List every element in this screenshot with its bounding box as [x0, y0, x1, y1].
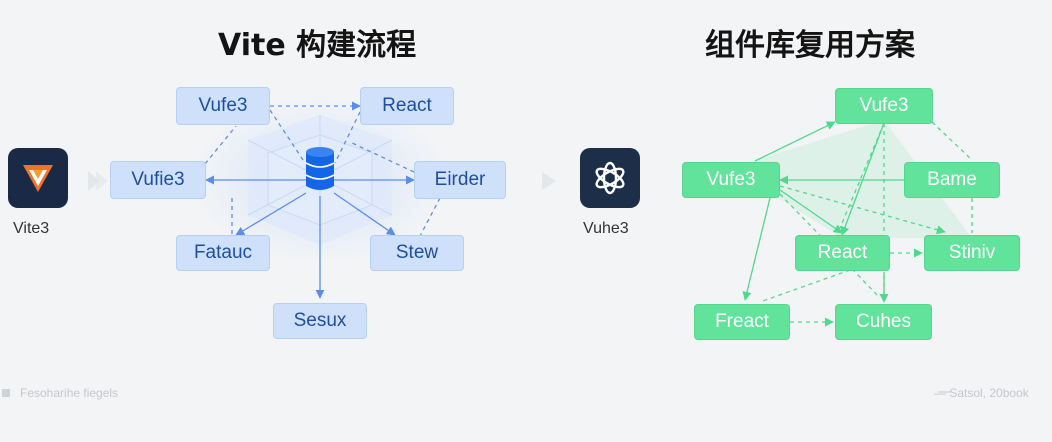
left-node-low-left[interactable]: Fatauc	[176, 235, 270, 271]
right-node-far-right[interactable]: Stiniv	[924, 235, 1020, 271]
left-node-bottom[interactable]: Sesux	[273, 303, 367, 339]
vite-logo-glyph	[23, 165, 53, 192]
left-node-mid-left[interactable]: Vufie3	[110, 161, 206, 199]
footer-square-icon	[2, 389, 10, 397]
vite-logo-icon[interactable]	[8, 148, 68, 208]
left-node-low-right[interactable]: Stew	[370, 235, 464, 271]
left-title: Vite 构建流程	[218, 28, 417, 63]
flow-chevrons	[88, 171, 556, 191]
right-node-bottom-left[interactable]: Freact	[694, 304, 790, 340]
right-title: 组件库复用方案	[705, 28, 915, 63]
left-edges	[199, 101, 441, 299]
vite-app-label: Vite3	[13, 220, 50, 237]
right-node-bottom-right[interactable]: Cuhes	[835, 304, 932, 340]
right-node-left[interactable]: Vufe3	[682, 162, 780, 198]
openai-logo-icon[interactable]	[580, 148, 640, 208]
openai-app-label: Vuhe3	[583, 220, 629, 237]
right-node-top[interactable]: Vufe3	[835, 88, 933, 124]
footer-right-text: — Satsol, 20book	[934, 386, 1029, 400]
openai-logo-glyph	[595, 161, 625, 195]
left-node-mid-right[interactable]: Eirder	[414, 161, 506, 199]
left-node-top-left[interactable]: Vufe3	[176, 87, 270, 125]
left-node-top-right[interactable]: React	[360, 87, 454, 125]
right-node-center[interactable]: React	[795, 235, 890, 271]
right-node-right[interactable]: Bame	[904, 162, 1000, 198]
database-icon	[305, 147, 335, 190]
footer-left-text: Fesoharihe fiegels	[20, 386, 119, 400]
